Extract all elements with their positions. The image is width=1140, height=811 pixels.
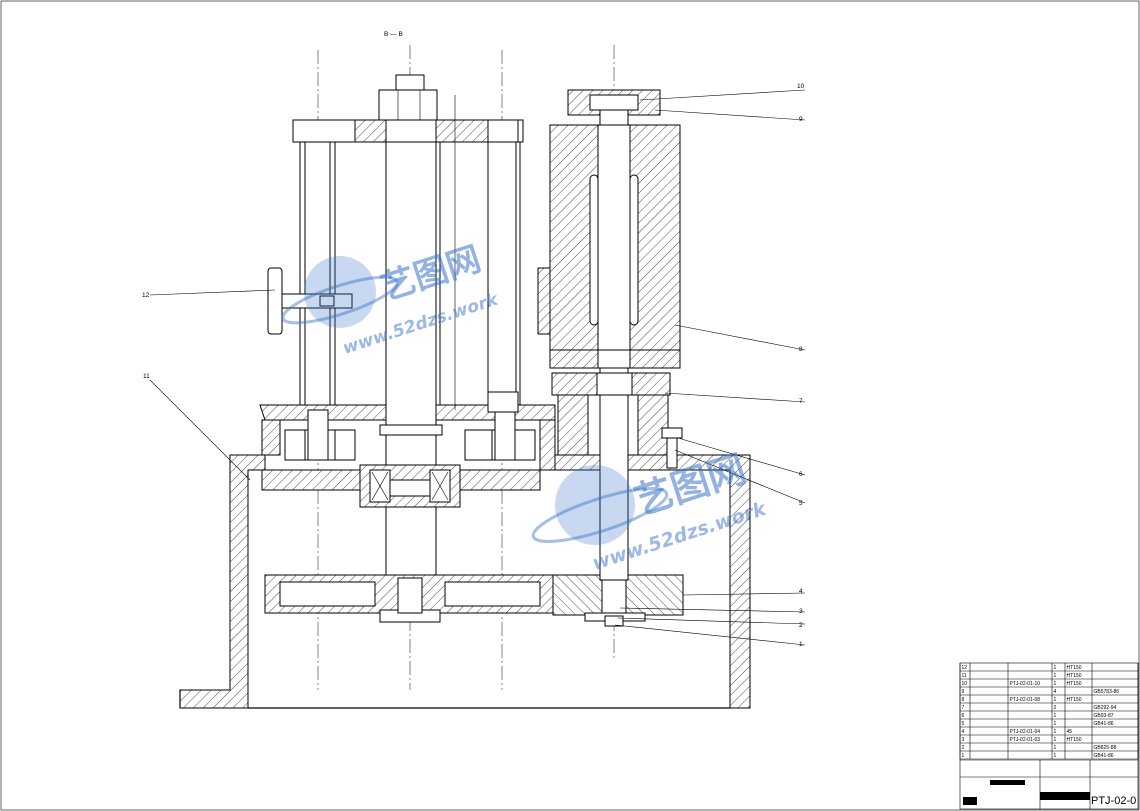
top-cap [567,89,661,126]
bolt [661,427,683,469]
right-gear [552,574,684,622]
bom-cell: 3 [962,737,965,743]
bom-cell: HT150 [1067,697,1082,703]
bom-cell: 5 [962,721,965,727]
bom-cell: 1 [1054,673,1057,679]
bom-cell: 2 [962,745,965,751]
bom-cell: 1 [1054,713,1057,719]
cutter-drum [537,124,681,396]
callout-7: 7 [799,398,803,405]
bom-cell: 12 [962,665,968,671]
bom-cell: 10 [962,681,968,687]
bom-cell: 1 [1054,697,1057,703]
bom-cell: 2 [1054,705,1057,711]
bom-cell: GB292-94 [1094,705,1117,711]
callout-5: 5 [799,500,803,507]
bom-cell: PTJ-02-01-03 [1010,737,1041,743]
bom-cell: 1 [1054,745,1057,751]
bom-cell: 1 [962,753,965,759]
bom-cell: HT150 [1067,673,1082,679]
bom-cell: 1 [1054,753,1057,759]
bom-cell: GB41-86 [1094,721,1114,727]
bom-cell: 7 [962,705,965,711]
bom-cell: HT150 [1067,737,1082,743]
globe-icon [304,256,376,328]
bom-cell: PTJ-02-01-04 [1010,729,1041,735]
bom-cell: 1 [1054,721,1057,727]
bom-cell: HT150 [1067,681,1082,687]
bom-cell: GB41-86 [1094,753,1114,759]
bom-cell: 6 [962,713,965,719]
bom-cell: PTJ-02-01-08 [1010,697,1041,703]
bom-cell: 4 [962,729,965,735]
handwheel [267,267,353,335]
main-shaft [378,74,443,608]
callout-labels: 10 9 8 7 6 5 4 3 2 1 11 12 [142,83,805,648]
callout-9: 9 [799,116,803,123]
bom-cell: 1 [1054,729,1057,735]
drawing-number: PTJ-02-0 [1091,795,1136,807]
guide-columns [299,95,521,461]
bom-cell: 1 [1054,681,1057,687]
callout-12: 12 [142,292,150,299]
large-gear [264,574,556,623]
bom-cell: 45 [1067,729,1073,735]
section-label: B — B [384,31,403,38]
leader-lines [149,89,806,646]
bom-cell: 9 [962,689,965,695]
callout-4: 4 [799,588,803,595]
bearing [359,464,461,508]
globe-icon [555,465,635,545]
callout-8: 8 [799,346,803,353]
bom-cell: 11 [962,673,967,679]
callout-6: 6 [799,471,803,478]
bom-cell: 8 [962,697,965,703]
bom-cell: GB93-87 [1094,713,1114,719]
callout-11: 11 [143,373,150,380]
bom-cell: 4 [1054,689,1057,695]
bom-cell: 1 [1054,665,1057,671]
callout-3: 3 [799,608,803,615]
callout-1: 1 [799,641,803,648]
bom-cell: GB825-88 [1094,745,1117,751]
bom-cell: HT150 [1067,665,1082,671]
bom-cell: PTJ-02-01-10 [1010,681,1041,687]
callout-2: 2 [799,622,803,629]
callout-10: 10 [797,83,805,90]
bottom-nut [604,615,624,627]
bom-cell: 1 [1054,737,1057,743]
bom-cell: GB5783-86 [1094,689,1120,695]
